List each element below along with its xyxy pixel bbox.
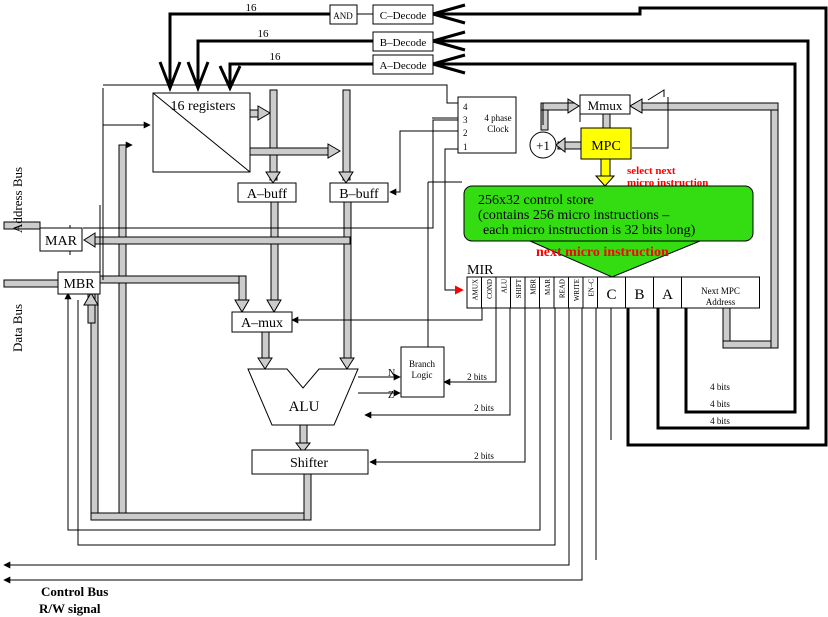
mir-register-field-cell — [653, 276, 682, 309]
memory-interface: MAR MBR Address Bus Data Bus — [10, 167, 101, 352]
datapath-units: A–mux ALU N Z Shifter Branch Logic 2 bit… — [231, 311, 730, 475]
clock-phase-2: 2 — [463, 128, 468, 138]
mir-field-label: WRITE — [573, 279, 581, 301]
bits16-a: 16 — [270, 51, 282, 63]
clock-phase-1: 1 — [463, 142, 468, 152]
mir-register-field-label: A — [662, 287, 673, 303]
a-buff-label: A–buff — [247, 187, 288, 202]
mpc-box — [580, 127, 632, 160]
bits16-b: 16 — [258, 28, 270, 40]
c-decode-label: C–Decode — [380, 10, 427, 22]
mar-label: MAR — [45, 234, 78, 249]
address-bus-label: Address Bus — [10, 167, 25, 233]
mir-register-field-label: C — [606, 287, 616, 303]
clock-title: 4 phase — [484, 113, 511, 123]
control-store-line3: each micro instruction is 32 bits long) — [483, 223, 696, 238]
mir-field-label: AMUX — [471, 279, 479, 300]
control-store-line1: 256x32 control store — [478, 193, 594, 208]
mir-field-label: MAR — [544, 279, 552, 295]
control-bus-label: Control Bus — [41, 584, 108, 599]
data-buses — [3, 89, 779, 521]
and-gate-label: AND — [333, 11, 353, 21]
shifter-box — [251, 449, 369, 475]
bits2-shift: 2 bits — [474, 451, 494, 461]
branch-logic-box — [400, 346, 445, 398]
clock-sub: Clock — [487, 124, 509, 134]
clock-block: 4 3 2 1 4 phase Clock — [457, 96, 517, 154]
decoders: AND C–Decode B–Decode A–Decode 16 16 16 — [246, 2, 434, 75]
control-store-block: 256x32 control store (contains 256 micro… — [463, 185, 754, 278]
b-decode-label: B–Decode — [380, 37, 427, 49]
clock-box — [457, 96, 517, 154]
a-decode-box — [372, 54, 434, 75]
mmux-label: Mmux — [588, 98, 623, 113]
mir-field-label: COND — [486, 279, 494, 299]
mir-field-label: ALU — [500, 279, 508, 293]
select-next-line1: select next — [627, 165, 676, 177]
mir-register-field-cell — [597, 276, 626, 309]
registers-label: 16 registers — [171, 99, 236, 114]
flag-n: N — [388, 368, 395, 379]
mir-field-label: EN–C — [587, 279, 595, 297]
mar-box — [39, 227, 83, 252]
b-buff-box — [329, 182, 389, 203]
control-store-arrow — [529, 240, 701, 278]
mir-register-field-label: B — [634, 287, 644, 303]
shifter-label: Shifter — [290, 456, 328, 471]
c-decode-box — [372, 4, 434, 25]
flag-z: Z — [388, 390, 394, 401]
bits2-cond: 2 bits — [467, 372, 487, 382]
clock-phase-4: 4 — [463, 102, 468, 112]
registers-block: 16 registers — [152, 92, 251, 173]
bits2-alu: 2 bits — [474, 403, 494, 413]
bits16-c: 16 — [246, 2, 258, 14]
a-decode-label: A–Decode — [379, 60, 426, 72]
alu-label: ALU — [289, 399, 320, 415]
mir-next-address-label: Address — [706, 297, 736, 307]
control-wires — [3, 13, 669, 584]
mir-next-address-cell — [681, 276, 760, 309]
mbr-box — [57, 271, 101, 295]
mmux-box — [579, 94, 631, 115]
mbr-label: MBR — [63, 277, 95, 292]
bits4-c: 4 bits — [710, 416, 730, 426]
mir-register-field-cell — [625, 276, 654, 309]
a-mux-box — [231, 311, 293, 333]
mir-register: MIR AMUX COND ALU SHIFT MBR MAR READ WRITE EN–C C… — [466, 263, 760, 309]
a-mux-label: A–mux — [241, 316, 283, 331]
mir-next-address-label: Next MPC — [701, 286, 740, 296]
mir-field-label: MBR — [529, 279, 537, 295]
buffers: A–buff B–buff — [237, 182, 389, 203]
b-decode-box — [372, 31, 434, 52]
alu-shape — [247, 368, 359, 426]
incrementer-label: +1 — [536, 138, 550, 153]
clock-phase-3: 3 — [463, 115, 468, 125]
data-bus-label: Data Bus — [10, 304, 25, 352]
incrementer-circle — [529, 131, 557, 159]
branch-line1: Branch — [409, 359, 435, 369]
bottom-labels: Control Bus R/W signal — [39, 584, 108, 616]
decoder-feedback-wires — [158, 3, 828, 447]
rw-signal-label: R/W signal — [39, 601, 101, 616]
mir-field-label: SHIFT — [515, 278, 523, 298]
a-buff-box — [237, 182, 297, 203]
branch-line2: Logic — [412, 370, 433, 380]
mpc-label: MPC — [591, 139, 621, 154]
control-store-line2: (contains 256 micro instructions – — [478, 208, 670, 223]
mir-label: MIR — [467, 263, 494, 278]
mir-field-label: READ — [558, 279, 566, 298]
bits4-a: 4 bits — [710, 382, 730, 392]
next-micro-label: next micro instruction — [536, 245, 669, 260]
b-buff-label: B–buff — [339, 187, 379, 202]
bits4-b: 4 bits — [710, 399, 730, 409]
